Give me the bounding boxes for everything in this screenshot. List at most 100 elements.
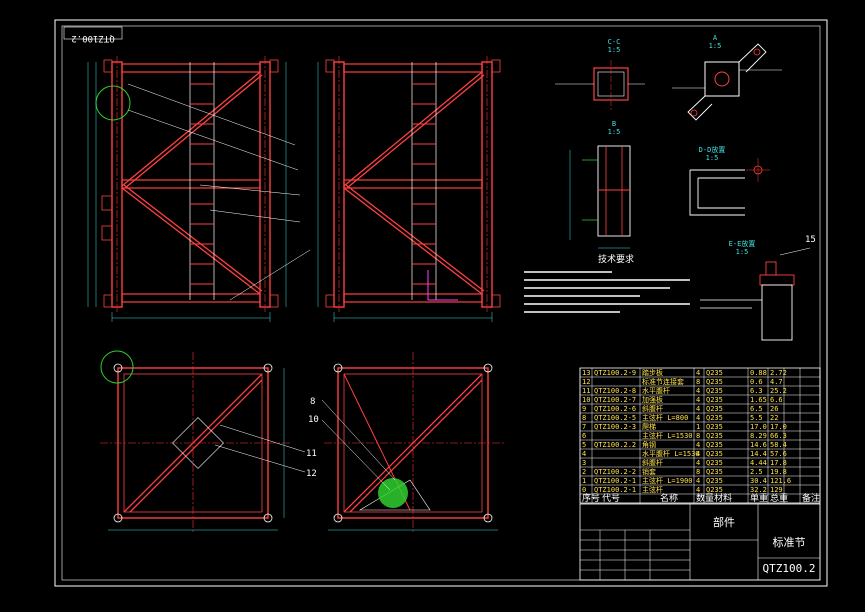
callout-11: 11 bbox=[306, 449, 317, 459]
parts-header-cell: 总重 bbox=[770, 492, 788, 504]
parts-row-material: Q235 bbox=[706, 441, 723, 449]
parts-row-total-weight: 26 bbox=[770, 405, 778, 413]
parts-row-name: 爬梯 bbox=[642, 422, 656, 431]
parts-row-total-weight: 17.8 bbox=[770, 459, 787, 467]
parts-row-material: Q235 bbox=[706, 369, 723, 377]
plan-view-left: 11 12 bbox=[100, 350, 317, 532]
parts-row-no: 13 bbox=[582, 369, 590, 377]
parts-row-unit-weight: 4.44 bbox=[750, 459, 767, 467]
parts-row-no: 0 bbox=[582, 486, 586, 494]
parts-row-material: Q235 bbox=[706, 423, 723, 431]
parts-row-total-weight: 129 bbox=[770, 486, 783, 494]
detail-b: B 1:5 技术要求 bbox=[569, 120, 634, 265]
parts-header-cell: 备注 bbox=[802, 492, 820, 504]
parts-row-no: 9 bbox=[582, 405, 586, 413]
parts-row-material: Q235 bbox=[706, 396, 723, 404]
parts-row-code: QTZ100.2-1 bbox=[594, 477, 636, 485]
parts-row-qty: 8 bbox=[696, 468, 700, 476]
parts-row-qty: 4 bbox=[696, 486, 700, 494]
parts-header-cell: 序号 bbox=[582, 492, 600, 504]
parts-row-no: 6 bbox=[582, 432, 586, 440]
parts-row-name: 斜腹杆 bbox=[642, 458, 663, 467]
parts-header-cell: 代号 bbox=[602, 493, 620, 504]
parts-row-name: 主弦杆 L=1900 bbox=[642, 476, 693, 485]
sheet-border-inner bbox=[61, 25, 821, 581]
parts-row-total-weight: 57.6 bbox=[770, 450, 787, 458]
parts-row-qty: 4 bbox=[696, 477, 700, 485]
parts-row-unit-weight: 32.2 bbox=[750, 486, 767, 494]
parts-row-material: Q235 bbox=[706, 405, 723, 413]
parts-header-cell: 单重 bbox=[750, 492, 768, 504]
parts-row-unit-weight: 6.3 bbox=[750, 387, 763, 395]
parts-row-no: 7 bbox=[582, 423, 586, 431]
parts-header-cell: 材料 bbox=[714, 492, 732, 504]
detail-ee-label: E-E放置 bbox=[729, 239, 756, 248]
parts-row-name: 水平腹杆 L=1530 bbox=[642, 449, 700, 458]
parts-row-no: 1 bbox=[582, 477, 586, 485]
parts-row-qty: 4 bbox=[696, 459, 700, 467]
detail-b-label: B bbox=[612, 120, 616, 128]
parts-row-no: 5 bbox=[582, 441, 586, 449]
sheet-border-outer bbox=[54, 19, 828, 587]
part-label: 部件 bbox=[713, 515, 735, 529]
detail-ee-scale: 1:5 bbox=[736, 248, 749, 256]
parts-row-qty: 4 bbox=[696, 369, 700, 377]
parts-row-material: Q235 bbox=[706, 378, 723, 386]
parts-row-total-weight: 6.6 bbox=[770, 396, 783, 404]
detail-dd: D-D放置 1:5 bbox=[689, 145, 770, 216]
drawing-title: 标准节 bbox=[773, 535, 806, 549]
detail-a: A 1:5 bbox=[672, 34, 782, 121]
parts-row-total-weight: 58.4 bbox=[770, 441, 787, 449]
code-label-rotated: QTZ100.2 bbox=[71, 33, 114, 43]
detail-cc-scale: 1:5 bbox=[608, 46, 621, 54]
parts-row-material: Q235 bbox=[706, 477, 723, 485]
parts-row-qty: 4 bbox=[696, 441, 700, 449]
drawing-code: QTZ100.2 bbox=[763, 562, 816, 575]
parts-row-name: 加强板 bbox=[642, 395, 663, 404]
parts-header-cell: 名称 bbox=[660, 492, 678, 504]
parts-header-cell: 数量 bbox=[696, 492, 714, 504]
detail-circle-plan bbox=[100, 350, 134, 384]
parts-row-code: QTZ100.2-5 bbox=[594, 414, 636, 422]
title-block: 部件 标准节 QTZ100.2 bbox=[579, 503, 821, 581]
parts-row-material: Q235 bbox=[706, 414, 723, 422]
parts-row-name: 主弦杆 bbox=[642, 485, 663, 494]
parts-row-name: 标准节连接套 bbox=[642, 377, 684, 386]
parts-row-total-weight: 2.72 bbox=[770, 369, 787, 377]
parts-row-unit-weight: 17.0 bbox=[750, 423, 767, 431]
detail-dd-scale: 1:5 bbox=[706, 154, 719, 162]
parts-row-code: QTZ100.2-3 bbox=[594, 423, 636, 431]
parts-row-total-weight: 22 bbox=[770, 414, 778, 422]
plan-view-right: 8 10 bbox=[308, 352, 504, 532]
detail-b-scale: 1:5 bbox=[608, 128, 621, 136]
parts-row-no: 4 bbox=[582, 450, 586, 458]
parts-row-code: QTZ100.2-6 bbox=[594, 405, 636, 413]
parts-row-material: Q235 bbox=[706, 450, 723, 458]
parts-row-material: Q235 bbox=[706, 432, 723, 440]
parts-row-no: 2 bbox=[582, 468, 586, 476]
parts-row-unit-weight: 0.88 bbox=[750, 369, 767, 377]
parts-row-no: 10 bbox=[582, 396, 590, 404]
parts-row-no: 11 bbox=[582, 387, 590, 395]
parts-row-code: QTZ100.2-9 bbox=[594, 369, 636, 377]
parts-row-material: Q235 bbox=[706, 468, 723, 476]
parts-row-name: 踏步板 bbox=[642, 368, 663, 377]
side-elevation-right bbox=[317, 56, 501, 322]
parts-row-qty: 8 bbox=[696, 432, 700, 440]
parts-row-total-weight: 25.2 bbox=[770, 387, 787, 395]
parts-row-name: 斜腹杆 bbox=[642, 404, 663, 413]
parts-row-qty: 8 bbox=[696, 378, 700, 386]
detail-ee-dim: 15 bbox=[805, 235, 816, 245]
parts-row-qty: 4 bbox=[696, 414, 700, 422]
parts-row-unit-weight: 30.4 bbox=[750, 477, 767, 485]
parts-row-unit-weight: 1.65 bbox=[750, 396, 767, 404]
parts-row-qty: 1 bbox=[696, 423, 700, 431]
front-elevation-left bbox=[87, 56, 311, 322]
detail-ee: E-E放置 1:5 15 bbox=[700, 235, 816, 341]
parts-row-unit-weight: 6.5 bbox=[750, 405, 763, 413]
parts-row-unit-weight: 14.4 bbox=[750, 450, 767, 458]
parts-row-name: 水平腹杆 bbox=[642, 386, 670, 395]
parts-row-name: 主弦杆 L=1530 bbox=[642, 431, 693, 440]
